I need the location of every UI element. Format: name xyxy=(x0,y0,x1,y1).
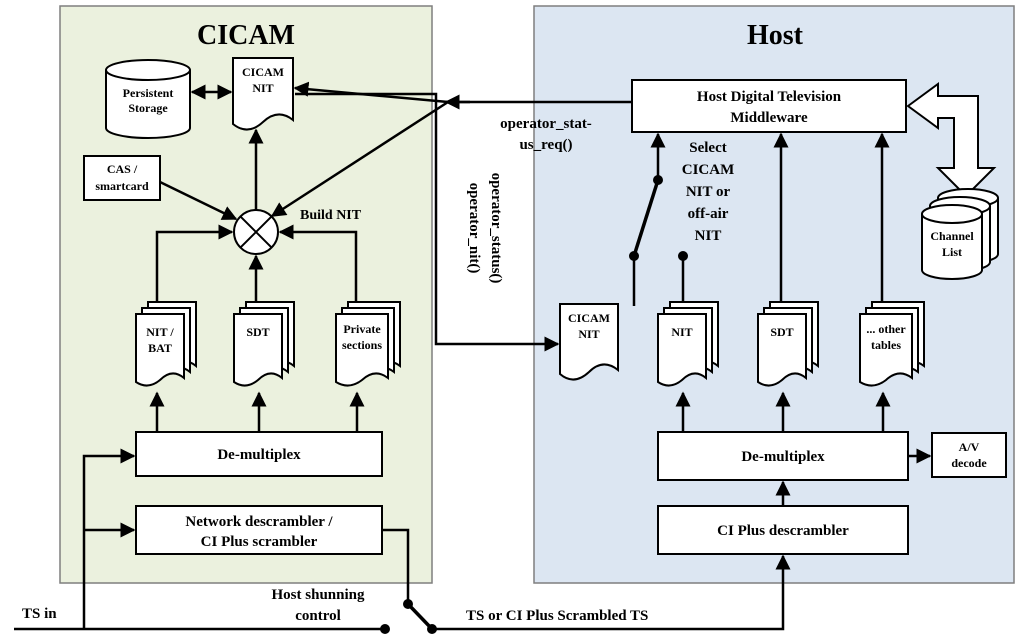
av-decode-box xyxy=(931,432,1007,478)
host-title: Host xyxy=(747,20,804,51)
cas-label-2: smartcard xyxy=(95,179,149,193)
persistent-storage-cylinder: Persistent Storage xyxy=(105,59,191,139)
host-sdt-stack: SDT xyxy=(757,301,819,387)
network-descrambler-label-1: Network descrambler / xyxy=(185,514,333,530)
host-cicam-nit-document: CICAM NIT xyxy=(559,303,619,381)
host-other-label-1: ... other xyxy=(866,322,906,336)
host-other-tables-stack: ... other tables xyxy=(859,301,925,387)
operator-status-req-label-2: us_req() xyxy=(519,137,572,153)
nit-bat-label-2: BAT xyxy=(148,341,172,355)
build-nit-label: Build NIT xyxy=(300,208,362,223)
cicam-sdt-label: SDT xyxy=(246,325,269,339)
operator-status-label: operator_status() xyxy=(488,173,504,284)
ci-plus-descrambler-box xyxy=(657,505,909,555)
select-switch-blade xyxy=(632,179,660,257)
cicam-nit-label-1: CICAM xyxy=(242,65,284,79)
ts-in-label: TS in xyxy=(22,606,57,622)
nit-bat-stack: NIT / BAT xyxy=(135,301,197,387)
host-demux-label: De-multiplex xyxy=(741,449,825,465)
select-label-3: NIT or xyxy=(686,184,731,200)
select-label-1: Select xyxy=(689,140,726,156)
descrambler-output-line xyxy=(382,528,410,604)
network-descrambler-box xyxy=(135,505,383,555)
shunning-label-2: control xyxy=(295,608,341,624)
middleware-label-2: Middleware xyxy=(730,110,808,126)
ts-out-line xyxy=(432,554,791,631)
cas-to-combiner-arrow xyxy=(159,180,238,221)
interface-to-combiner-arrow xyxy=(270,100,449,218)
ts-out-label: TS or CI Plus Scrambled TS xyxy=(466,608,648,624)
nit-bat-to-combiner-arrow xyxy=(155,224,234,302)
cas-label-1: CAS / xyxy=(107,162,138,176)
select-label-2: CICAM xyxy=(682,162,735,178)
operator-status-req-label-1: operator_stat- xyxy=(500,116,592,132)
cicam-nit-label-2: NIT xyxy=(252,81,273,95)
private-to-combiner-arrow xyxy=(278,224,358,302)
shunning-switch-blade xyxy=(406,602,434,631)
cicam-nit-document: CICAM NIT xyxy=(232,57,294,131)
host-nit-label: NIT xyxy=(671,325,692,339)
av-decode-label-2: decode xyxy=(951,456,987,470)
ci-plus-descrambler-label: CI Plus descrambler xyxy=(717,523,849,539)
select-label-5: NIT xyxy=(695,228,722,244)
middleware-box xyxy=(631,79,907,133)
host-sdt-label: SDT xyxy=(770,325,793,339)
build-nit-combiner-icon xyxy=(233,209,279,255)
host-cicam-nit-label-2: NIT xyxy=(578,327,599,341)
persistent-storage-label-2: Storage xyxy=(128,101,168,115)
av-decode-label-1: A/V xyxy=(959,440,980,454)
select-label-4: off-air xyxy=(688,206,729,222)
shunning-label-1: Host shunning xyxy=(272,587,365,603)
ts-to-demux-arrow xyxy=(82,448,136,629)
host-cicam-nit-label-1: CICAM xyxy=(568,311,610,325)
cas-smartcard-box: CAS / smartcard xyxy=(83,155,161,201)
channel-list-database-icon: Channel List xyxy=(921,188,999,280)
operator-nit-label: operator_nit() xyxy=(466,183,482,274)
cicam-demux-box xyxy=(135,431,383,477)
private-label-2: sections xyxy=(342,338,382,352)
nit-bat-label-1: NIT / xyxy=(146,325,174,339)
shunning-contact-bottom xyxy=(380,624,390,634)
private-label-1: Private xyxy=(343,322,381,336)
private-sections-stack: Private sections xyxy=(335,301,401,387)
middleware-label-1: Host Digital Television xyxy=(697,89,842,105)
channel-list-label-2: List xyxy=(942,245,962,259)
host-nit-stack: NIT xyxy=(657,301,719,387)
cicam-title: CICAM xyxy=(197,20,295,51)
network-descrambler-label-2: CI Plus scrambler xyxy=(201,534,318,550)
host-other-label-2: tables xyxy=(871,338,901,352)
channel-list-label-1: Channel xyxy=(930,229,974,243)
persistent-storage-label-1: Persistent xyxy=(123,86,174,100)
cicam-nit-to-host-arrow xyxy=(295,92,560,352)
cicam-sdt-stack: SDT xyxy=(233,301,295,387)
cicam-demux-label: De-multiplex xyxy=(217,447,301,463)
